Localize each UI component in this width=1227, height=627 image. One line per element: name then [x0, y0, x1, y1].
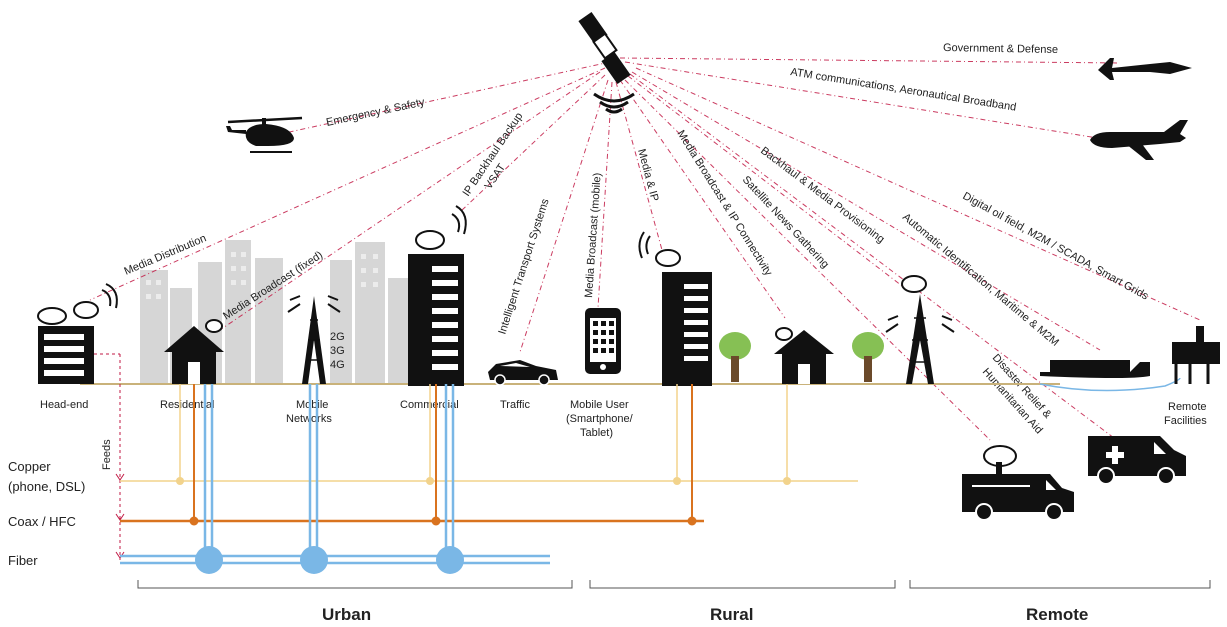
label-mobile-user-1: Mobile User: [570, 399, 629, 411]
label-copper-2: (phone, DSL): [8, 479, 85, 494]
satellite-links: [89, 57, 1201, 451]
fighter-jet-icon: [1098, 58, 1192, 80]
label-mobile-user-3: Tablet): [580, 427, 613, 439]
residential-house-icon: [164, 319, 224, 384]
label-media-ip: Media & IP: [635, 148, 661, 203]
wired-networks: Feeds Copper (phone, DSL) Coax / H: [8, 353, 858, 574]
label-residential: Residential: [160, 399, 214, 411]
tree-icon: [852, 332, 884, 382]
ship-icon: [1039, 360, 1181, 392]
label-remote-2: Facilities: [1164, 415, 1207, 427]
headend-building-icon: [37, 283, 118, 384]
label-coax: Coax / HFC: [8, 514, 76, 529]
label-atm: ATM communications, Aeronautical Broadba…: [790, 66, 1018, 114]
car-icon: [488, 360, 558, 386]
label-its: Intelligent Transport Systems: [496, 197, 551, 336]
smartphone-icon: [585, 308, 621, 374]
label-2g: 2G: [330, 331, 345, 343]
rural-tower-icon: [885, 275, 955, 384]
label-fiber: Fiber: [8, 553, 38, 568]
label-headend: Head-end: [40, 399, 88, 411]
label-4g: 4G: [330, 359, 345, 371]
label-backhaul-media: Backhaul & Media Provisioning: [758, 145, 886, 246]
rural-house-icon: [774, 327, 834, 384]
oil-platform-icon: [1172, 326, 1220, 384]
label-feeds: Feeds: [101, 439, 113, 470]
ambulance-icon: [1088, 436, 1186, 485]
airliner-icon: [1090, 120, 1188, 160]
site-labels: Head-end Residential Mobile Networks Com…: [40, 399, 1207, 439]
label-traffic: Traffic: [500, 399, 530, 411]
label-3g: 3G: [330, 345, 345, 357]
label-copper-1: Copper: [8, 459, 51, 474]
label-mobile-user-2: (Smartphone/: [566, 413, 634, 425]
rural-building-icon: [638, 231, 712, 386]
region-rural: Rural: [710, 605, 753, 624]
city-skyline: [140, 240, 408, 384]
helicopter-icon: [226, 116, 303, 153]
sng-van-icon: [962, 445, 1074, 521]
label-remote-1: Remote: [1168, 401, 1207, 413]
label-mobile-1: Mobile: [296, 399, 328, 411]
label-media-broadcast-ip: Media Broadcast & IP Connectivity: [674, 128, 774, 278]
tree-icon: [719, 332, 751, 382]
region-urban: Urban: [322, 605, 371, 624]
region-remote: Remote: [1026, 605, 1088, 624]
mobile-tower-icon: 2G 3G 4G: [287, 295, 345, 384]
label-government: Government & Defense: [943, 42, 1058, 56]
satellite-icon: [578, 11, 635, 114]
label-emergency: Emergency & Safety: [325, 96, 426, 129]
label-media-broadcast-mobile: Media Broadcast (mobile): [583, 172, 604, 298]
commercial-building-icon: [408, 205, 467, 386]
region-brackets: Urban Rural Remote: [137, 580, 1211, 624]
